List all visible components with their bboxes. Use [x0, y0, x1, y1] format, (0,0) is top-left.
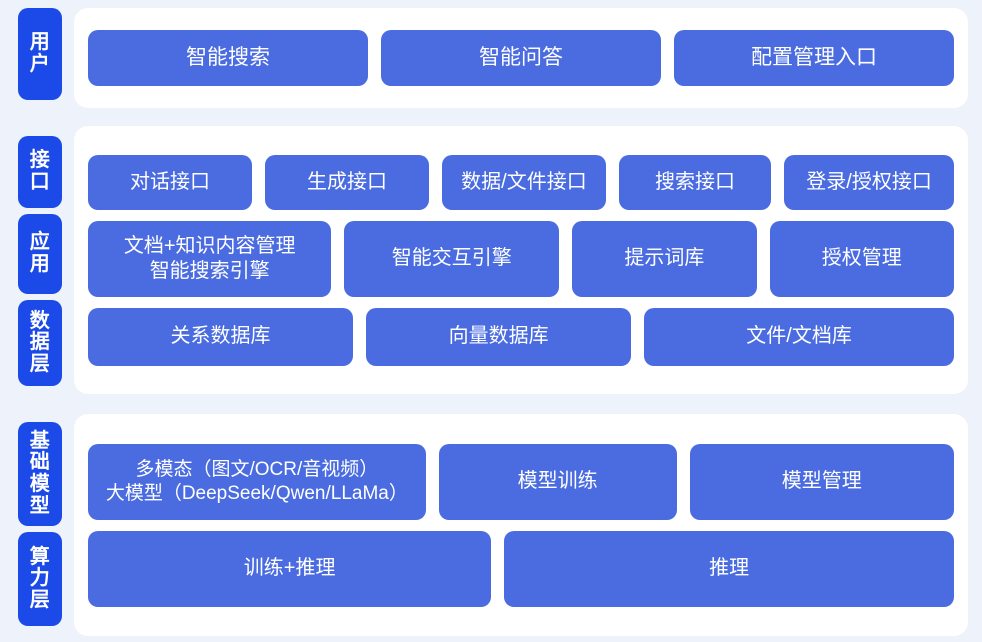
layer-tab-compute-label: 算力层	[29, 545, 51, 611]
box-generation-api[interactable]: 生成接口	[264, 154, 429, 210]
layer-tab-foundation-model-label: 基础模型	[29, 429, 51, 517]
interface-row: 对话接口 生成接口 数据/文件接口 搜索接口 登录/授权接口	[88, 154, 954, 210]
box-login-auth-api[interactable]: 登录/授权接口	[784, 154, 954, 210]
box-model-training[interactable]: 模型训练	[438, 443, 677, 520]
layer-tab-data[interactable]: 数据层	[18, 300, 62, 386]
box-search-api[interactable]: 搜索接口	[618, 154, 772, 210]
platform-tab-column: 接口 应用 数据层	[18, 126, 62, 394]
box-config-management-entry[interactable]: 配置管理入口	[674, 30, 954, 86]
layer-tab-user-label: 用户	[29, 31, 51, 75]
infrastructure-card: 多模态（图文/OCR/音视频） 大模型（DeepSeek/Qwen/LLaMa）…	[74, 414, 968, 636]
layer-tab-application[interactable]: 应用	[18, 214, 62, 294]
user-row: 智能搜索 智能问答 配置管理入口	[88, 30, 954, 86]
box-vector-database[interactable]: 向量数据库	[366, 307, 632, 366]
infrastructure-group: 基础模型 算力层 多模态（图文/OCR/音视频） 大模型（DeepSeek/Qw…	[0, 414, 982, 636]
foundation-model-row: 多模态（图文/OCR/音视频） 大模型（DeepSeek/Qwen/LLaMa）…	[88, 443, 954, 520]
box-intelligent-search[interactable]: 智能搜索	[88, 30, 368, 86]
layer-tab-interface[interactable]: 接口	[18, 136, 62, 208]
box-model-management[interactable]: 模型管理	[689, 443, 954, 520]
layer-tab-application-label: 应用	[29, 231, 51, 275]
box-inference[interactable]: 推理	[504, 530, 954, 607]
data-row: 关系数据库 向量数据库 文件/文档库	[88, 307, 955, 366]
application-row: 文档+知识内容管理 智能搜索引擎 智能交互引擎 提示词库 授权管理	[88, 220, 955, 297]
box-training-and-inference[interactable]: 训练+推理	[88, 530, 492, 607]
layer-tab-compute[interactable]: 算力层	[18, 532, 62, 626]
platform-card: 对话接口 生成接口 数据/文件接口 搜索接口 登录/授权接口 文档+知识内容管理…	[74, 126, 968, 394]
box-prompt-library[interactable]: 提示词库	[572, 220, 757, 297]
box-file-document-store[interactable]: 文件/文档库	[644, 307, 955, 366]
compute-row: 训练+推理 推理	[88, 530, 954, 607]
user-tab-column: 用户	[18, 8, 62, 108]
box-relational-database[interactable]: 关系数据库	[88, 307, 354, 366]
box-intelligent-interaction-engine[interactable]: 智能交互引擎	[344, 220, 560, 297]
box-authorization-management[interactable]: 授权管理	[769, 220, 955, 297]
layer-tab-interface-label: 接口	[29, 149, 51, 193]
box-intelligent-qa[interactable]: 智能问答	[381, 30, 661, 86]
box-document-knowledge-management[interactable]: 文档+知识内容管理 智能搜索引擎	[88, 220, 332, 297]
user-group: 用户 智能搜索 智能问答 配置管理入口	[0, 8, 982, 108]
layer-tab-foundation-model[interactable]: 基础模型	[18, 422, 62, 526]
layer-tab-user[interactable]: 用户	[18, 8, 62, 100]
layer-tab-data-label: 数据层	[29, 309, 51, 375]
box-multimodal-large-model[interactable]: 多模态（图文/OCR/音视频） 大模型（DeepSeek/Qwen/LLaMa）	[88, 443, 426, 520]
box-data-file-api[interactable]: 数据/文件接口	[441, 154, 606, 210]
infrastructure-tab-column: 基础模型 算力层	[18, 414, 62, 636]
user-card: 智能搜索 智能问答 配置管理入口	[74, 8, 968, 108]
platform-group: 接口 应用 数据层 对话接口 生成接口 数据/文件接口 搜索接口 登录/授权接口…	[0, 126, 982, 394]
box-dialog-api[interactable]: 对话接口	[88, 154, 252, 210]
